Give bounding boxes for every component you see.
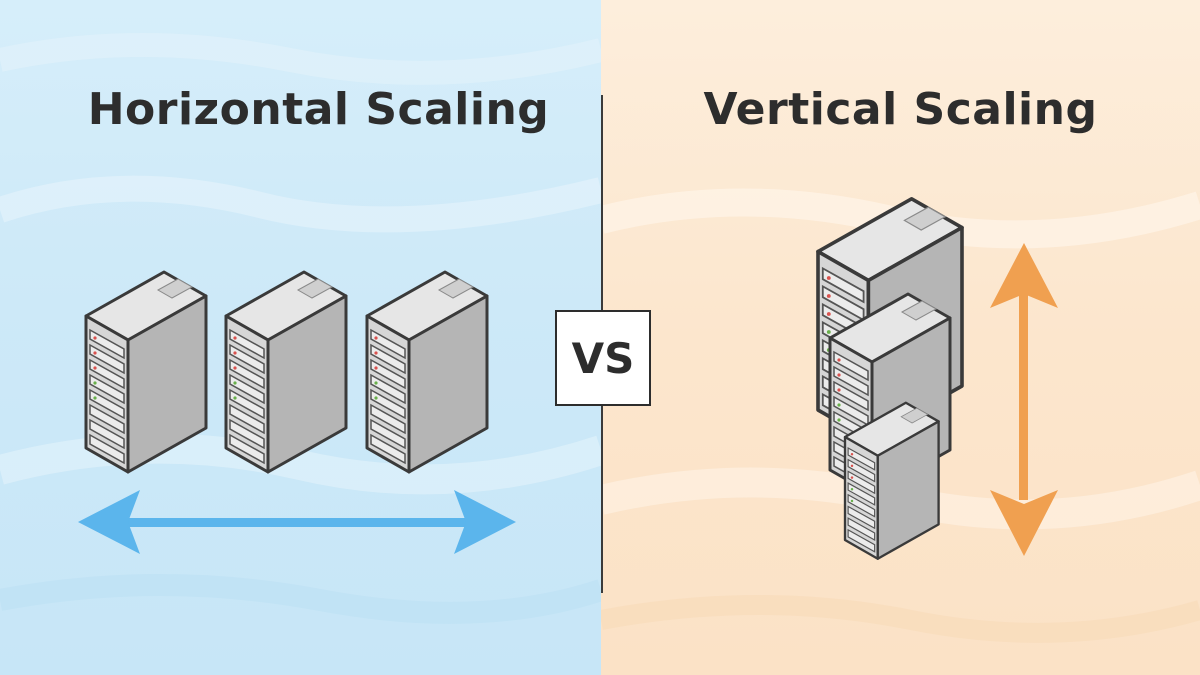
vs-label: VS bbox=[571, 333, 635, 383]
double-arrow-vertical-icon bbox=[990, 243, 1058, 556]
vertical-scaling-title: Vertical Scaling bbox=[703, 84, 1098, 135]
vs-badge: VS bbox=[555, 310, 651, 406]
double-arrow-horizontal-icon bbox=[78, 490, 516, 554]
server-tower-icon bbox=[224, 270, 348, 474]
server-tower-icon bbox=[365, 270, 489, 474]
horizontal-scaling-title: Horizontal Scaling bbox=[87, 84, 550, 135]
server-tower-icon bbox=[84, 270, 208, 474]
